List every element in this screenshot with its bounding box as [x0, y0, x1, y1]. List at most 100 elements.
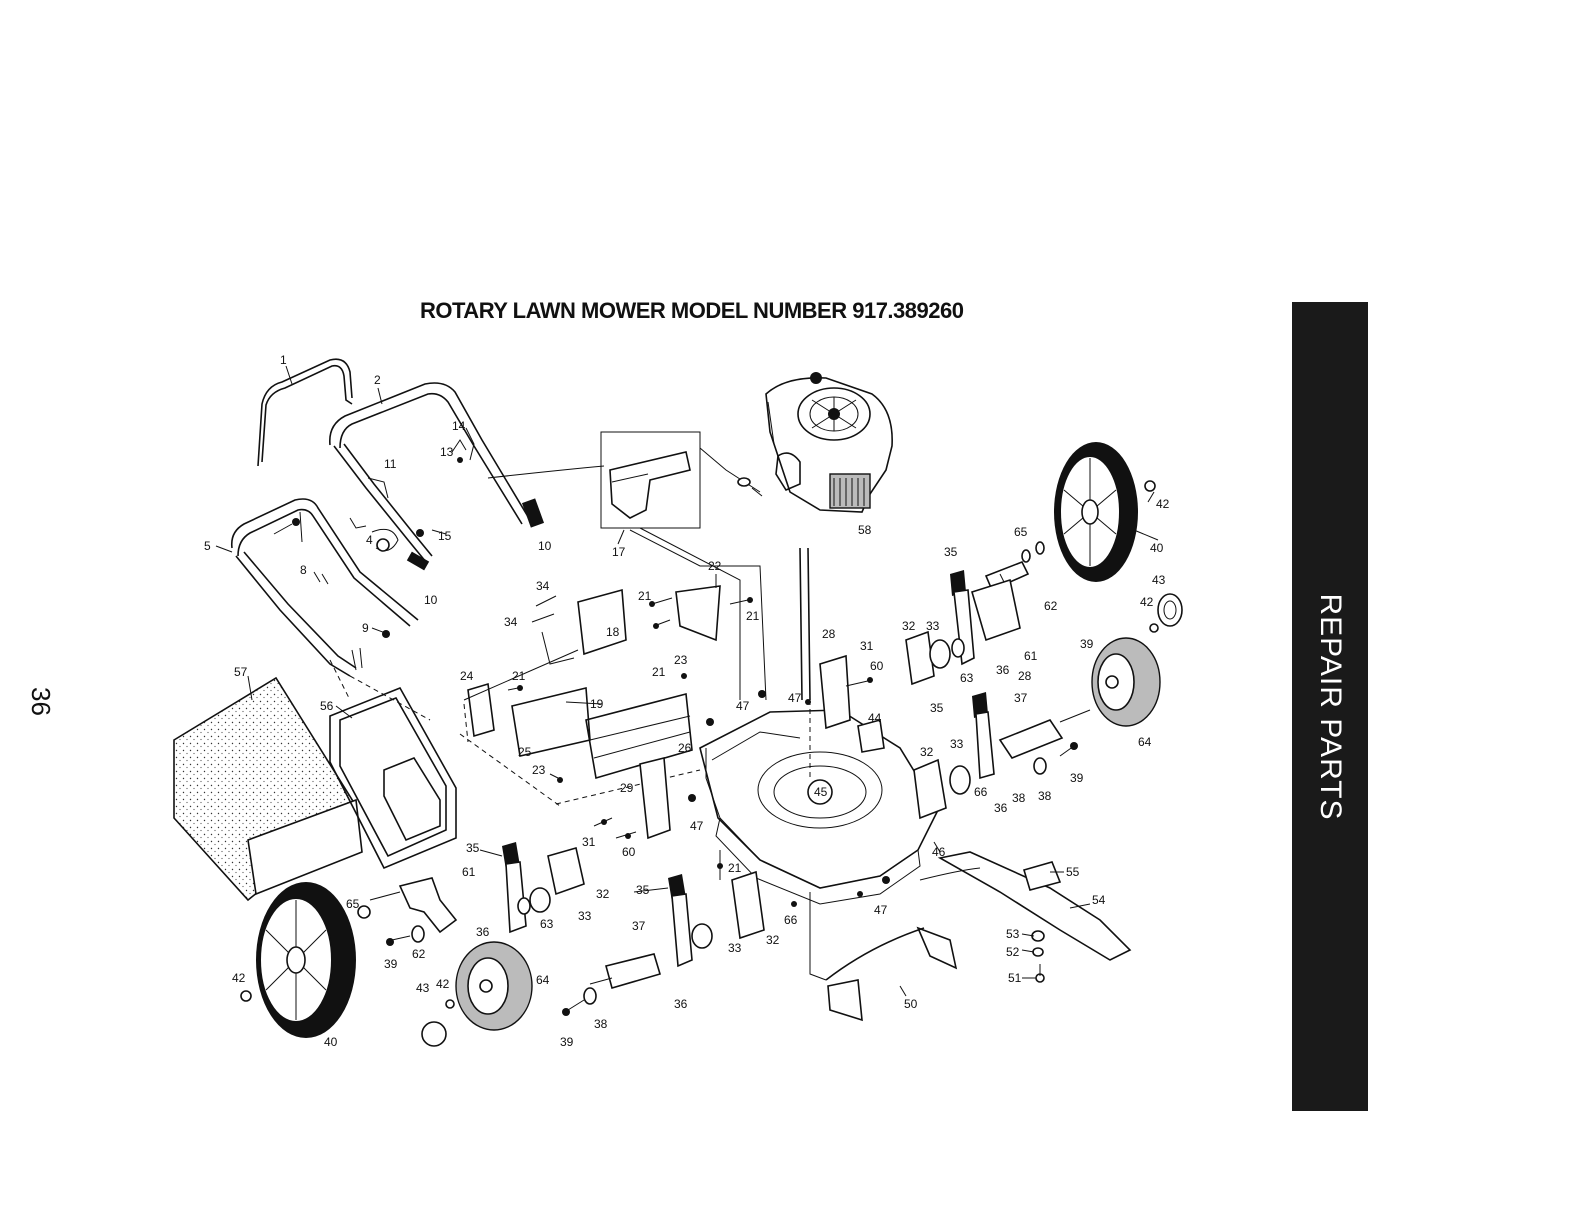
callout-52: 52 [1006, 945, 1020, 959]
callout-34-upper: 34 [536, 579, 550, 593]
callout-5: 5 [204, 539, 211, 553]
grass-bag-frame [329, 659, 457, 870]
callout-10-lower: 10 [424, 593, 438, 607]
control-cable [487, 447, 763, 497]
callout-42-b: 42 [1140, 595, 1154, 609]
callout-36-a: 36 [996, 663, 1010, 677]
upper-handle [328, 382, 545, 571]
rear-baffle [459, 649, 701, 807]
mower-deck [699, 700, 939, 905]
callout-47-d: 47 [874, 903, 888, 917]
rear-door-bracket [531, 585, 753, 665]
callout-2: 2 [374, 373, 381, 387]
callout-32-a: 32 [902, 619, 916, 633]
callout-33-b: 33 [950, 737, 964, 751]
callout-39-d: 39 [560, 1035, 574, 1049]
callout-31-b: 31 [582, 835, 596, 849]
callout-35-b: 35 [930, 701, 944, 715]
callout-47-c: 47 [690, 819, 704, 833]
callout-58: 58 [858, 523, 872, 537]
callout-22: 22 [708, 559, 722, 573]
callout-38-c: 38 [594, 1017, 608, 1031]
callout-17: 17 [612, 545, 626, 559]
callout-47-b: 47 [788, 691, 802, 705]
callout-13: 13 [440, 445, 454, 459]
callout-63-a: 63 [960, 671, 974, 685]
callout-42-a: 42 [1156, 497, 1170, 511]
callout-33-c: 33 [578, 909, 592, 923]
blade-adapter-plates [809, 867, 981, 1022]
callout-36-c: 36 [674, 997, 688, 1011]
callout-32-b: 32 [920, 745, 934, 759]
callout-43-b: 43 [416, 981, 430, 995]
callout-36-b: 36 [476, 925, 490, 939]
right-rear-height-adjuster [819, 560, 1030, 730]
callout-46: 46 [932, 845, 946, 859]
callout-64-b: 64 [536, 973, 550, 987]
callout-45: 45 [814, 785, 828, 799]
callout-44: 44 [868, 711, 882, 725]
rear-left-wheel [240, 882, 356, 1038]
callout-32-d: 32 [766, 933, 780, 947]
engine [765, 372, 893, 513]
left-axle-hardware [357, 690, 890, 946]
right-front-height-adjuster [857, 692, 1091, 820]
callout-61-b: 61 [462, 865, 476, 879]
leader-lines [215, 365, 1159, 997]
left-rear-height-adjuster [562, 870, 765, 1016]
callout-21-b: 21 [746, 609, 760, 623]
callout-60-b: 60 [622, 845, 636, 859]
callout-65-b: 65 [346, 897, 360, 911]
control-box [600, 431, 767, 701]
callout-66-b: 66 [784, 913, 798, 927]
callout-39-b: 39 [1070, 771, 1084, 785]
front-right-wheel [1091, 593, 1183, 727]
callout-32-c: 32 [596, 887, 610, 901]
callout-43-a: 43 [1152, 573, 1166, 587]
callout-53: 53 [1006, 927, 1020, 941]
lower-handle [230, 498, 419, 677]
callout-55: 55 [1066, 865, 1080, 879]
callout-14: 14 [452, 419, 466, 433]
rear-right-wheel [1021, 442, 1156, 582]
upper-handle-bar [257, 358, 353, 467]
callout-25: 25 [518, 745, 532, 759]
blade [937, 851, 1132, 983]
callout-33-a: 33 [926, 619, 940, 633]
callout-28-a: 28 [822, 627, 836, 641]
callout-10-upper: 10 [538, 539, 552, 553]
callout-66-a: 66 [974, 785, 988, 799]
callout-36-d: 36 [994, 801, 1008, 815]
callout-23-upper: 23 [674, 653, 688, 667]
callout-57: 57 [234, 665, 248, 679]
callout-50: 50 [904, 997, 918, 1011]
front-left-wheel [421, 941, 533, 1047]
callout-8: 8 [300, 563, 307, 577]
callout-62-b: 62 [412, 947, 426, 961]
callout-62-a: 62 [1044, 599, 1058, 613]
callout-31-a: 31 [860, 639, 874, 653]
callout-24: 24 [460, 669, 474, 683]
callout-47-a: 47 [736, 699, 750, 713]
callout-35-d: 35 [636, 883, 650, 897]
callout-37-b: 37 [632, 919, 646, 933]
callout-42-d: 42 [436, 977, 450, 991]
callout-42-c: 42 [232, 971, 246, 985]
engine-shaft-line [799, 547, 811, 701]
callout-11: 11 [384, 457, 397, 471]
callout-61-a: 61 [1024, 649, 1038, 663]
callout-34-lower: 34 [504, 615, 518, 629]
diagram-title: ROTARY LAWN MOWER MODEL NUMBER 917.38926… [420, 298, 964, 323]
callout-33-d: 33 [728, 941, 742, 955]
left-front-height-adjuster [502, 756, 671, 934]
callout-21-a: 21 [638, 589, 652, 603]
callout-38-a: 38 [1012, 791, 1026, 805]
callout-35-c: 35 [466, 841, 480, 855]
callout-39-a: 39 [1080, 637, 1094, 651]
callout-39-c: 39 [384, 957, 398, 971]
handle-hardware [273, 427, 475, 671]
callout-40-a: 40 [1150, 541, 1164, 555]
callout-63-b: 63 [540, 917, 554, 931]
